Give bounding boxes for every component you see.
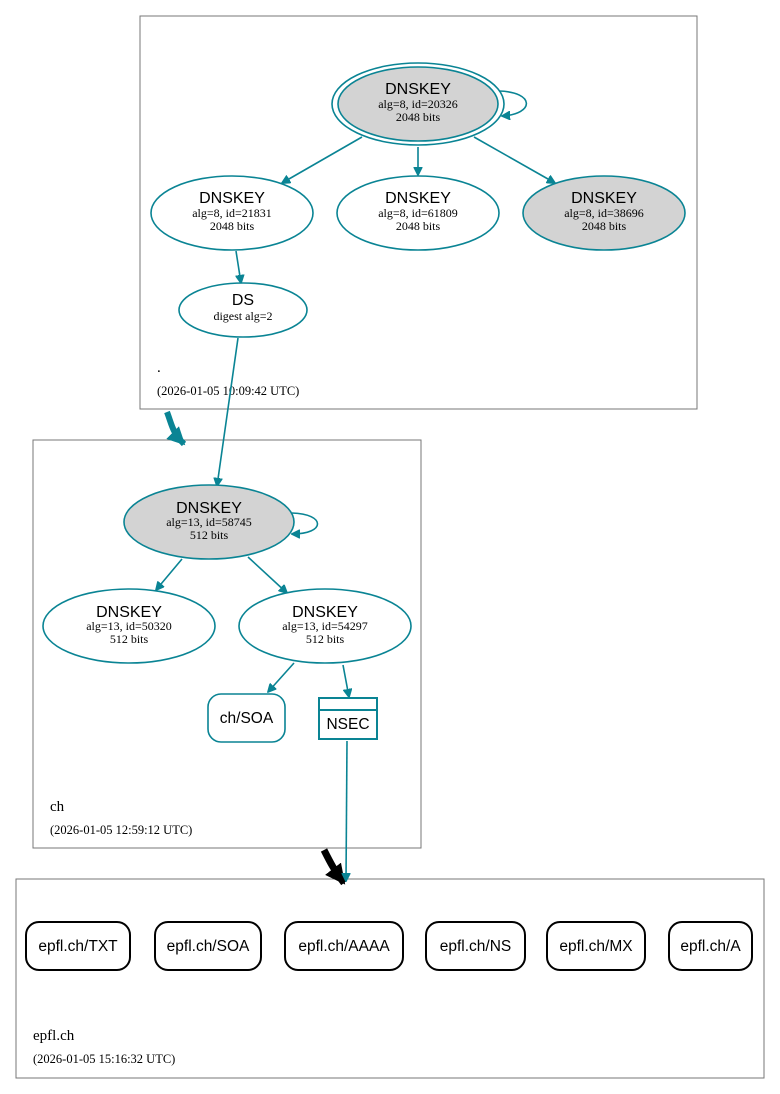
zone-epfl-timestamp: (2026-01-05 15:16:32 UTC) bbox=[33, 1052, 175, 1066]
node-type: DNSKEY bbox=[199, 190, 265, 207]
root-zsk-shape bbox=[150, 175, 314, 251]
node-detail: alg=13, id=54297 bbox=[282, 619, 368, 633]
epfl-rr-label: epfl.ch/MX bbox=[559, 938, 633, 955]
delegation-root-to-ch-arrow bbox=[164, 410, 187, 447]
epfl-rr-label: epfl.ch/TXT bbox=[38, 938, 118, 955]
root-ds-record: DS digest alg=2 bbox=[178, 282, 308, 338]
epfl-rr-node: epfl.ch/TXT bbox=[25, 921, 131, 971]
node-type: DNSKEY bbox=[176, 500, 242, 517]
node-detail: alg=8, id=21831 bbox=[192, 206, 272, 220]
zone-ch-timestamp: (2026-01-05 12:59:12 UTC) bbox=[50, 823, 192, 837]
edge-ch-ksk-self bbox=[292, 512, 319, 534]
ch-dnskey-54297: DNSKEY alg=13, id=54297 512 bits bbox=[238, 588, 412, 664]
ds-shape bbox=[178, 282, 308, 338]
node-type: DNSKEY bbox=[96, 604, 162, 621]
epfl-rr-label: epfl.ch/NS bbox=[440, 938, 512, 955]
edge-ch-ksk-to-key54297 bbox=[247, 556, 287, 593]
edge-nsec-to-epfl bbox=[346, 740, 347, 881]
ch-nsec-record: NSEC bbox=[318, 697, 378, 740]
edge-key21831-to-ds bbox=[235, 250, 241, 283]
trust-anchor-ring bbox=[331, 62, 505, 146]
zone-root-name: . bbox=[157, 360, 161, 376]
epfl-rr-label: epfl.ch/A bbox=[680, 938, 741, 955]
edge-ch-ksk-to-key50320 bbox=[156, 558, 183, 590]
edge-key54297-to-soa bbox=[268, 662, 295, 692]
epfl-record-row: epfl.ch/TXT epfl.ch/SOA epfl.ch/AAAA epfl.c… bbox=[25, 921, 753, 971]
node-type: DNSKEY bbox=[385, 190, 451, 207]
node-size: 512 bits bbox=[306, 632, 345, 646]
epfl-rr-node: epfl.ch/SOA bbox=[154, 921, 262, 971]
edge-ksk-to-key38696 bbox=[473, 136, 555, 183]
ch-dnskey-58745: DNSKEY alg=13, id=58745 512 bits bbox=[123, 484, 295, 560]
epfl-rr-shape bbox=[546, 921, 646, 971]
node-size: 2048 bits bbox=[582, 219, 627, 233]
epfl-rr-shape bbox=[284, 921, 404, 971]
node-type: DNSKEY bbox=[292, 604, 358, 621]
root-dnskey-38696: DNSKEY alg=8, id=38696 2048 bits bbox=[522, 175, 686, 251]
edge-root-ksk-self bbox=[498, 90, 528, 116]
epfl-rr-label: epfl.ch/AAAA bbox=[298, 938, 390, 955]
zone-ch-name: ch bbox=[50, 799, 65, 815]
edge-ksk-to-key21831 bbox=[282, 136, 363, 183]
node-detail: alg=13, id=58745 bbox=[166, 515, 252, 529]
soa-label: ch/SOA bbox=[220, 710, 274, 727]
zone-root-timestamp: (2026-01-05 10:09:42 UTC) bbox=[157, 384, 299, 398]
node-detail: alg=8, id=38696 bbox=[564, 206, 644, 220]
root-dnskey-61809: DNSKEY alg=8, id=61809 2048 bits bbox=[336, 175, 500, 251]
epfl-rr-shape bbox=[425, 921, 526, 971]
ch-zsk-shape bbox=[238, 588, 412, 664]
ch-soa-record: ch/SOA bbox=[207, 693, 286, 743]
node-detail: digest alg=2 bbox=[213, 309, 272, 323]
root-dnskey-21831: DNSKEY alg=8, id=21831 2048 bits bbox=[150, 175, 314, 251]
epfl-rr-shape bbox=[154, 921, 262, 971]
epfl-rr-shape bbox=[668, 921, 753, 971]
node-detail: alg=13, id=50320 bbox=[86, 619, 172, 633]
node-type: DS bbox=[232, 292, 254, 309]
node-size: 2048 bits bbox=[396, 219, 441, 233]
node-size: 512 bits bbox=[110, 632, 149, 646]
node-detail: alg=8, id=20326 bbox=[378, 97, 458, 111]
epfl-rr-node: epfl.ch/AAAA bbox=[284, 921, 404, 971]
node-size: 2048 bits bbox=[396, 110, 441, 124]
node-type: DNSKEY bbox=[385, 81, 451, 98]
node-size: 512 bits bbox=[190, 528, 229, 542]
node-type: DNSKEY bbox=[571, 190, 637, 207]
nsec-shape bbox=[318, 697, 378, 740]
root-ksk2-shape bbox=[522, 175, 686, 251]
epfl-rr-node: epfl.ch/NS bbox=[425, 921, 526, 971]
ch-dnskey-50320: DNSKEY alg=13, id=50320 512 bits bbox=[42, 588, 216, 664]
nsec-label: NSEC bbox=[326, 716, 369, 733]
edge-ds-to-ch-ksk bbox=[217, 337, 239, 486]
epfl-rr-node: epfl.ch/A bbox=[668, 921, 753, 971]
node-size: 2048 bits bbox=[210, 219, 255, 233]
ch-ksk-shape bbox=[123, 484, 295, 560]
epfl-rr-label: epfl.ch/SOA bbox=[167, 938, 250, 955]
node-detail: alg=8, id=61809 bbox=[378, 206, 458, 220]
root-dnskey-20326: DNSKEY alg=8, id=20326 2048 bits bbox=[331, 62, 505, 146]
soa-shape bbox=[207, 693, 286, 743]
epfl-rr-node: epfl.ch/MX bbox=[546, 921, 646, 971]
edge-key54297-to-nsec bbox=[342, 664, 349, 697]
ch-zsk-shape bbox=[42, 588, 216, 664]
delegation-ch-to-epfl-arrow bbox=[320, 848, 347, 886]
root-ksk-shape bbox=[337, 66, 499, 142]
zone-epfl-name: epfl.ch bbox=[33, 1028, 75, 1044]
zone-epfl-box bbox=[15, 878, 765, 1079]
root-zsk-shape bbox=[336, 175, 500, 251]
epfl-rr-shape bbox=[25, 921, 131, 971]
